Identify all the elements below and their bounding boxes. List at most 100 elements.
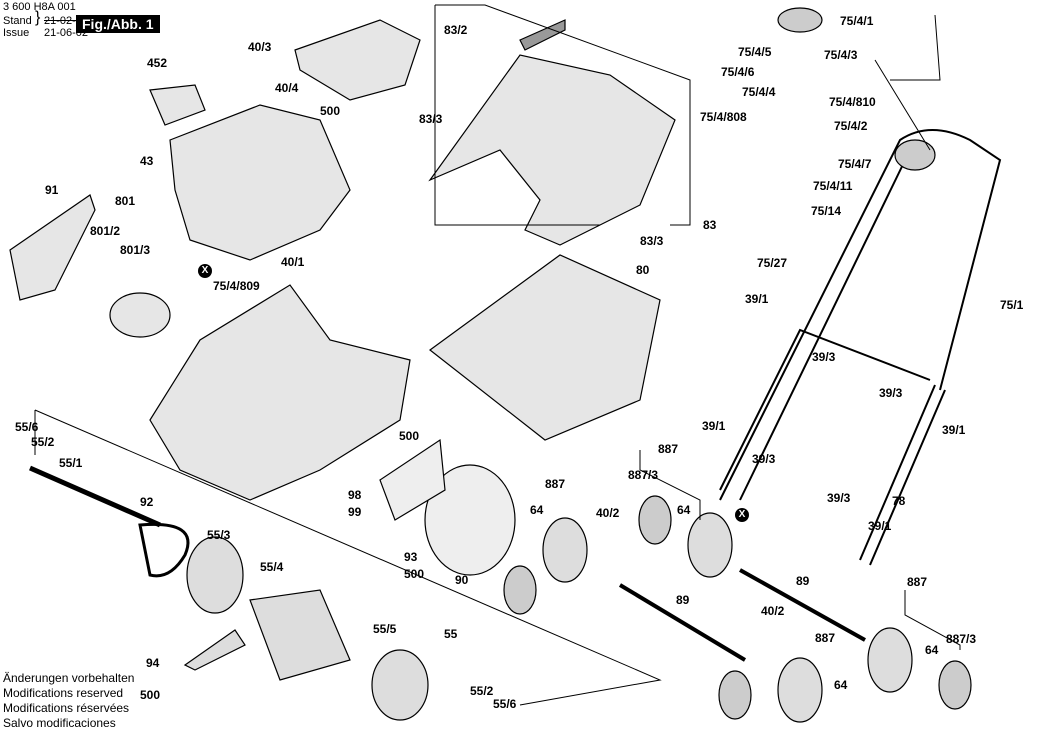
part-75-4-1-switch-cover [777,7,823,33]
note-de: Änderungen vorbehalten [3,671,135,685]
callout-80: 80 [636,263,650,277]
part-55-4-roller [249,589,351,681]
callout-75-4-6: 75/4/6 [721,65,755,79]
note-en: Modifications reserved [3,686,124,700]
callout-75-4-1: 75/4/1 [840,14,874,28]
callout-452: 452 [147,56,168,70]
callout-75-4-2: 75/4/2 [834,119,868,133]
callout-39-3-lower: 39/3 [752,452,776,466]
part-40-3-lid [294,19,421,101]
callout-64-lower: 64 [834,678,848,692]
callout-500: 500 [320,104,341,118]
callout-78: 78 [892,494,906,508]
callout-99: 99 [348,505,362,519]
x-marker-2: X [735,508,749,522]
part-hubcap-1 [503,565,537,615]
callout-887-3: 887/3 [628,468,659,482]
callout-83-2: 83/2 [444,23,468,37]
leader-lines [34,4,961,706]
callout-887-top: 887 [658,442,679,456]
x-marker-1: X [198,264,212,278]
part-hubcap-2 [638,495,672,545]
part-90-fan-guard [424,464,516,576]
callout-40-2: 40/2 [596,506,620,520]
callout-500-mid: 500 [399,429,420,443]
part-55-1-shaft [28,465,162,528]
part-wheel-4 [867,627,913,693]
callout-90: 90 [455,573,469,587]
callout-55-6: 55/6 [15,420,39,434]
callout-64: 64 [530,503,544,517]
callout-92: 92 [140,495,154,509]
callout-801: 801 [115,194,136,208]
part-91-guard [9,194,96,301]
callout-55-2-right: 55/2 [470,684,494,698]
note-fr: Modifications réservées [3,701,130,715]
callout-75-4-3: 75/4/3 [824,48,858,62]
document-number: 3 600 H8A 001 [3,1,76,13]
callout-75-4-5: 75/4/5 [738,45,772,59]
part-40-1-chassis [149,284,411,501]
callout-98: 98 [348,488,362,502]
callout-43: 43 [140,154,154,168]
part-wheel-1 [542,517,588,583]
callout-500-lower: 500 [404,567,425,581]
part-83-2-handle [519,19,566,51]
callout-801-3: 801/3 [120,243,151,257]
issue-label: Issue [3,27,30,39]
callout-887: 887 [545,477,566,491]
callout-89-left: 89 [676,593,690,607]
callout-83: 83 [703,218,717,232]
part-55-roller-end [371,649,429,721]
callout-40-4: 40/4 [275,81,299,95]
part-43-housing [169,104,351,261]
callout-39-3: 39/3 [812,350,836,364]
part-89-axle-1 [618,583,747,662]
callout-64-mid: 64 [677,503,691,517]
callout-55-4: 55/4 [260,560,284,574]
callout-887-lower: 887 [815,631,836,645]
part-hubcap-3 [718,670,752,720]
callout-887-right: 887 [907,575,928,589]
note-es: Salvo modificaciones [3,716,116,730]
callout-94: 94 [146,656,160,670]
callout-500-bottom: 500 [140,688,161,702]
part-wheel-3 [777,657,823,723]
callout-55-6-right: 55/6 [493,697,517,711]
callout-93: 93 [404,550,418,564]
part-83-cover [428,54,676,246]
callout-75-4-4: 75/4/4 [742,85,776,99]
callout-75-4-11: 75/4/11 [813,179,853,193]
callout-83-3: 83/3 [419,112,443,126]
part-99-plate [379,438,446,521]
callout-75-4-810: 75/4/810 [829,95,876,109]
part-89-axle-2 [739,568,866,642]
callout-801-2: 801/2 [90,224,121,238]
callout-83-3-lower: 83/3 [640,234,664,248]
callout-40-1: 40/1 [281,255,305,269]
callout-55-1: 55/1 [59,456,83,470]
callout-39-3-bottom: 39/3 [827,491,851,505]
callout-75-27: 75/27 [757,256,788,270]
callout-89-right: 89 [796,574,810,588]
part-92-belt [138,522,190,578]
stand-label: Stand [3,15,32,27]
part-switch-housing [894,139,936,171]
part-hubcap-4 [938,660,972,710]
callout-75-14: 75/14 [811,204,842,218]
callout-55: 55 [444,627,458,641]
part-75-1-handle [719,129,1002,501]
callout-75-4-808: 75/4/808 [700,110,747,124]
figure-label: Fig./Abb. 1 [76,15,160,33]
callout-75-4-7: 75/4/7 [838,157,872,171]
callout-39-1-bottom: 39/1 [868,519,892,533]
callout-75-1: 75/1 [1000,298,1024,312]
part-452-badge [149,84,206,126]
part-wheel-2 [687,512,733,578]
callout-91: 91 [45,183,59,197]
callout-64-right: 64 [925,643,939,657]
part-80-basket [429,254,661,441]
callout-39-1-right: 39/1 [942,423,966,437]
callout-40-3: 40/3 [248,40,272,54]
